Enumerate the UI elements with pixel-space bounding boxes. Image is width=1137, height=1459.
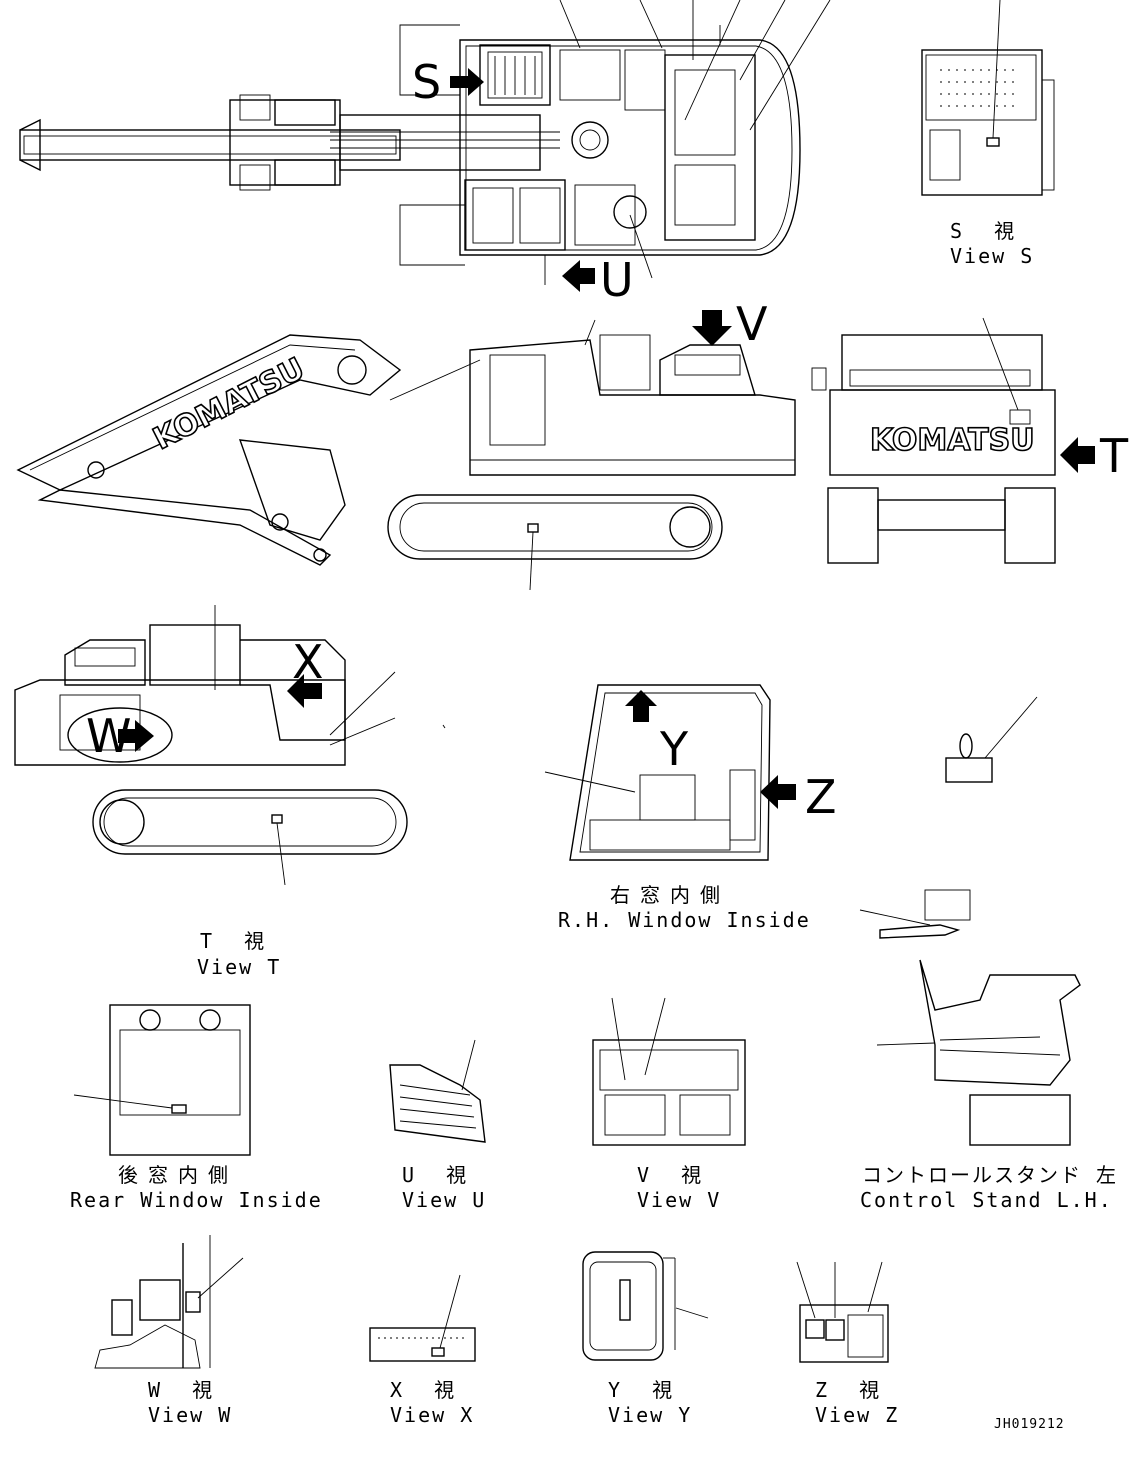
view-u-drawing: U 視 View U	[389, 1039, 486, 1212]
arrow-t-icon	[1060, 437, 1095, 473]
caption-y-en: View Y	[608, 1403, 692, 1427]
caption-z-jp: Z 視	[815, 1378, 889, 1402]
drawing-code: JH019212	[994, 1417, 1065, 1432]
caption-rw-jp: 後窓内側	[118, 1163, 238, 1187]
dot-grid	[940, 69, 1020, 107]
caption-y-jp: Y 視	[608, 1378, 682, 1402]
vent-grid-s	[494, 56, 536, 95]
arrow-z-icon	[760, 775, 796, 809]
caption-u-jp: U 視	[402, 1163, 476, 1187]
caption-v-en: View V	[637, 1188, 721, 1212]
caption-w-en: View W	[148, 1403, 232, 1427]
view-z-drawing: Z 視 View Z	[796, 1261, 899, 1427]
view-x-drawing: X 視 View X	[369, 1274, 476, 1427]
arrow-u-icon	[562, 260, 595, 292]
rear-logo: KOMATSU	[870, 423, 1035, 458]
caption-v-jp: V 視	[637, 1163, 711, 1187]
caption-s-en: View S	[950, 244, 1034, 268]
arrow-v-icon	[692, 310, 732, 346]
view-w-drawing: W 視 View W	[94, 1235, 244, 1427]
caption-rh-jp: 右窓内側	[610, 883, 730, 907]
view-y-drawing: Y 視 View Y	[582, 1251, 709, 1427]
view-v-drawing: V 視 View V	[592, 997, 746, 1212]
view-s-drawing: S 視 View S	[921, 0, 1055, 268]
arrow-s-icon	[450, 68, 484, 96]
caption-w-jp: W 視	[148, 1378, 222, 1402]
arrow-x-icon	[287, 674, 322, 708]
caption-rh-en: R.H. Window Inside	[558, 908, 811, 932]
view-s-letter: S	[412, 55, 441, 109]
arrow-w-icon	[118, 720, 154, 752]
control-stand-drawing: コントロールスタンド 左 Control Stand L.H.	[859, 889, 1118, 1212]
view-x-letter: X	[292, 635, 324, 689]
caption-u-en: View U	[402, 1188, 486, 1212]
excavator-top-view: S U	[19, 0, 831, 307]
label-tag-detail	[945, 696, 1038, 783]
excavator-side-view: KOMATSU V	[16, 297, 796, 591]
caption-x-jp: X 視	[390, 1378, 464, 1402]
view-u-letter: U	[600, 253, 634, 307]
caption-cs-en: Control Stand L.H.	[860, 1188, 1113, 1212]
caption-t-jp: T 視	[200, 929, 274, 953]
caption-x-en: View X	[390, 1403, 474, 1427]
caption-s-jp: S 視	[950, 219, 1024, 243]
excavator-rear-view: KOMATSU T	[811, 317, 1129, 564]
view-v-letter: V	[736, 297, 768, 351]
arrow-y-icon	[625, 690, 657, 722]
rh-window-drawing: Y Z 右窓内側 R.H. Window Inside	[544, 684, 837, 932]
view-t-letter: T	[1099, 429, 1129, 483]
view-t-drawing: W X T 視 View T	[14, 605, 446, 979]
rear-window-drawing: 後窓内側 Rear Window Inside	[70, 1004, 323, 1212]
view-y-letter: Y	[659, 722, 689, 776]
caption-t-en: View T	[197, 955, 281, 979]
view-z-letter: Z	[805, 770, 837, 824]
boom-logo: KOMATSU	[148, 351, 311, 457]
caption-z-en: View Z	[815, 1403, 899, 1427]
caption-cs-jp: コントロールスタンド 左	[862, 1163, 1118, 1187]
caption-rw-en: Rear Window Inside	[70, 1188, 323, 1212]
